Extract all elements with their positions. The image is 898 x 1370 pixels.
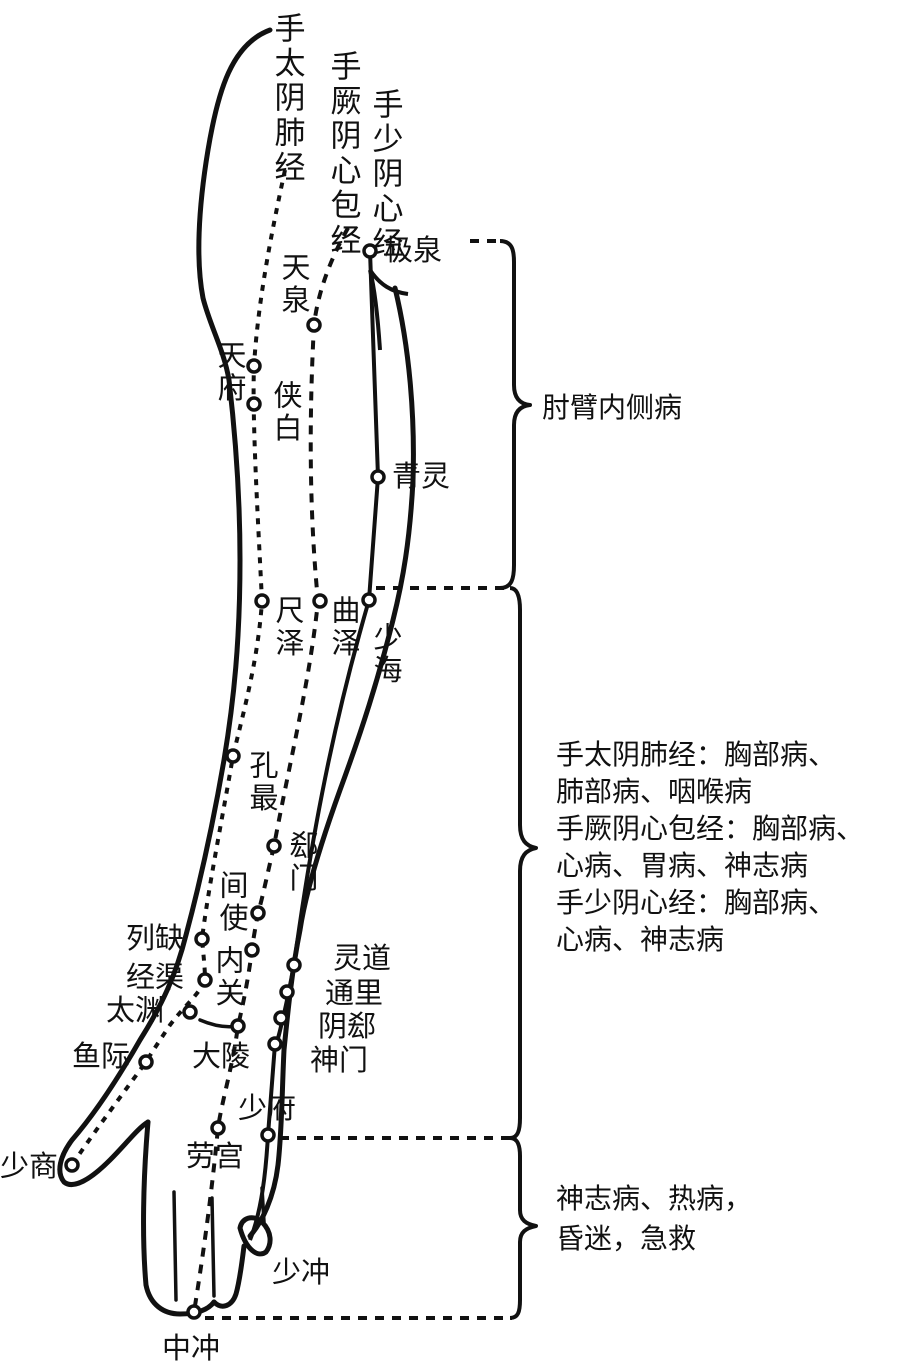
- label-laogong: 劳宫: [186, 1139, 244, 1173]
- indication-forearm-line: 心病、神志病: [556, 923, 724, 956]
- point-zhongchong-marker: [186, 1304, 202, 1320]
- brace-forearm: [509, 586, 538, 1140]
- point-tongli-marker: [279, 984, 295, 1000]
- lung-meridian-path: [70, 169, 287, 1167]
- point-lingdao-marker: [286, 957, 302, 973]
- label-zhongchong: 中冲: [162, 1331, 220, 1365]
- little-finger-outline: [237, 1215, 273, 1257]
- label-jiquan: 极泉: [384, 233, 442, 267]
- point-yuji-marker: [138, 1054, 154, 1070]
- label-daling: 大陵: [192, 1039, 250, 1073]
- point-ximen-marker: [266, 838, 282, 854]
- label-tianfu: 天府: [217, 339, 246, 405]
- meridian-title-lung: 手太阴肺经: [275, 11, 306, 186]
- arm-outer-outline: [57, 27, 273, 1187]
- label-ximen: 郄门: [289, 829, 318, 895]
- label-shenmen: 神门: [310, 1043, 368, 1077]
- label-kongzui: 孔最: [249, 749, 278, 815]
- indication-hand: 神志病、热病， 昏迷，急救: [556, 1182, 752, 1255]
- label-shaofu: 少府: [238, 1091, 296, 1125]
- label-quze: 曲泽: [331, 594, 360, 660]
- brace-hand: [509, 1136, 538, 1320]
- point-taiyuan-marker: [182, 1004, 198, 1020]
- indication-forearm-line: 手厥阴心包经：胸部病、: [556, 812, 864, 845]
- point-jiquan-marker: [362, 243, 378, 259]
- point-neiguan-marker: [244, 942, 260, 958]
- point-shenmen-marker: [267, 1036, 283, 1052]
- indication-hand-line: 昏迷，急救: [556, 1222, 696, 1255]
- point-shaoshang-marker: [64, 1157, 80, 1173]
- indication-forearm-line: 肺部病、咽喉病: [556, 775, 752, 808]
- label-xiabai: 侠白: [273, 379, 302, 445]
- point-tianfu-marker: [246, 358, 262, 374]
- label-shaohai: 少海: [373, 621, 402, 687]
- point-jianshi-marker: [250, 905, 266, 921]
- indication-forearm-line: 手太阴肺经：胸部病、: [556, 738, 836, 771]
- label-shaoshang: 少商: [0, 1149, 58, 1183]
- indication-hand-line: 神志病、热病，: [556, 1182, 752, 1215]
- indication-upper-arm: 肘臂内侧病: [542, 391, 682, 424]
- label-tianquan: 天泉: [281, 251, 310, 317]
- label-tongli: 通里: [325, 976, 383, 1010]
- point-shaofu-marker: [260, 1127, 276, 1143]
- indication-forearm-line: 手少阴心经：胸部病、: [556, 886, 836, 919]
- label-shaochong: 少冲: [272, 1255, 330, 1289]
- point-quze-marker: [312, 593, 328, 609]
- label-lieque: 列缺: [126, 921, 184, 955]
- point-chize-marker: [254, 593, 270, 609]
- point-jingqu-marker: [197, 972, 213, 988]
- label-jianshi: 间使: [219, 869, 248, 935]
- heart-meridian-arrow: [368, 268, 409, 351]
- point-shaohai-marker: [361, 592, 377, 608]
- brace-upper-arm: [499, 239, 532, 590]
- meridian-title-pericardium: 手厥阴心包经: [331, 49, 362, 259]
- point-tianquan-marker: [306, 317, 322, 333]
- point-yinxi-marker: [273, 1010, 289, 1026]
- finger-crease-2: [210, 1196, 216, 1298]
- label-qingling: 青灵: [392, 459, 450, 493]
- label-chize: 尺泽: [275, 594, 304, 660]
- point-daling-marker: [230, 1018, 246, 1034]
- label-neiguan: 内关: [215, 944, 244, 1010]
- label-yuji: 鱼际: [72, 1039, 130, 1073]
- point-kongzui-marker: [225, 748, 241, 764]
- indication-forearm: 手太阴肺经：胸部病、 肺部病、咽喉病 手厥阴心包经：胸部病、 心病、胃病、神志病…: [556, 738, 864, 956]
- point-lieque-marker: [194, 931, 210, 947]
- pericardium-meridian-path: [192, 227, 350, 1313]
- middle-finger-outline: [211, 1243, 247, 1309]
- point-laogong-marker: [210, 1120, 226, 1136]
- label-jingqu: 经渠: [126, 960, 184, 994]
- point-qingling-marker: [370, 469, 386, 485]
- label-yinxi: 阴郄: [318, 1009, 376, 1043]
- label-taiyuan: 太渊: [106, 993, 164, 1027]
- arm-inner-outline: [247, 285, 416, 1239]
- indication-forearm-line: 心病、胃病、神志病: [556, 849, 808, 882]
- label-lingdao: 灵道: [333, 941, 391, 975]
- finger-crease-1: [172, 1190, 178, 1302]
- point-xiabai-marker: [246, 396, 262, 412]
- meridian-title-heart: 手少阴心经: [373, 87, 404, 262]
